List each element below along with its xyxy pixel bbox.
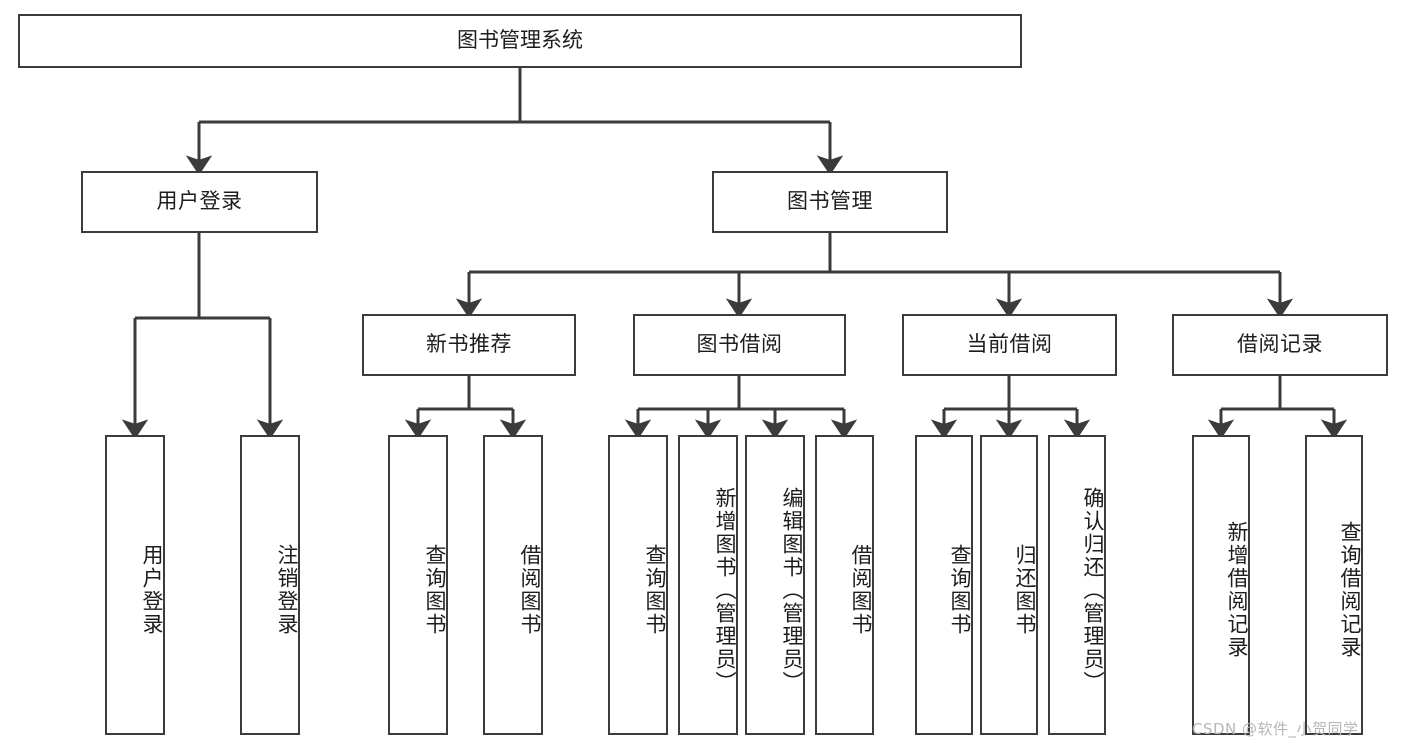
node-leaf-confirm-return[interactable]: 确认归还（管理员） bbox=[1048, 435, 1106, 735]
node-leaf-borrow-book-2[interactable]: 借阅图书 bbox=[815, 435, 874, 735]
node-leaf-borrow-book-2-label: 借阅图书 bbox=[849, 544, 873, 636]
node-leaf-user-logout-label: 注销登录 bbox=[275, 544, 299, 636]
node-new-book-rec[interactable]: 新书推荐 bbox=[362, 314, 576, 376]
node-leaf-add-book[interactable]: 新增图书（管理员） bbox=[678, 435, 738, 735]
node-book-borrow[interactable]: 图书借阅 bbox=[633, 314, 846, 376]
node-leaf-query-book-3[interactable]: 查询图书 bbox=[915, 435, 973, 735]
node-leaf-borrow-book-1[interactable]: 借阅图书 bbox=[483, 435, 543, 735]
node-leaf-add-record[interactable]: 新增借阅记录 bbox=[1192, 435, 1250, 735]
node-current-borrow-label: 当前借阅 bbox=[966, 332, 1053, 357]
node-book-manage-label: 图书管理 bbox=[787, 189, 873, 214]
node-new-book-rec-label: 新书推荐 bbox=[426, 332, 512, 357]
node-leaf-query-record-label: 查询借阅记录 bbox=[1338, 521, 1362, 659]
node-leaf-user-logout[interactable]: 注销登录 bbox=[240, 435, 300, 735]
node-leaf-query-book-1-label: 查询图书 bbox=[423, 544, 447, 636]
node-root-label: 图书管理系统 bbox=[457, 28, 583, 53]
node-leaf-confirm-return-label: 确认归还（管理员） bbox=[1081, 486, 1105, 694]
csdn-watermark: CSDN @软件_小贺同学 bbox=[1192, 720, 1359, 738]
node-leaf-user-login-label: 用户登录 bbox=[140, 544, 164, 636]
node-leaf-return-book[interactable]: 归还图书 bbox=[980, 435, 1038, 735]
node-user-login[interactable]: 用户登录 bbox=[81, 171, 318, 233]
node-root[interactable]: 图书管理系统 bbox=[18, 14, 1022, 68]
node-book-manage[interactable]: 图书管理 bbox=[712, 171, 948, 233]
node-leaf-user-login[interactable]: 用户登录 bbox=[105, 435, 165, 735]
node-leaf-query-book-2[interactable]: 查询图书 bbox=[608, 435, 668, 735]
node-borrow-record-label: 借阅记录 bbox=[1237, 332, 1323, 357]
node-borrow-record[interactable]: 借阅记录 bbox=[1172, 314, 1388, 376]
node-leaf-query-book-3-label: 查询图书 bbox=[948, 544, 972, 636]
node-leaf-add-book-label: 新增图书（管理员） bbox=[713, 486, 737, 694]
node-book-borrow-label: 图书借阅 bbox=[696, 332, 783, 357]
node-leaf-query-book-1[interactable]: 查询图书 bbox=[388, 435, 448, 735]
node-current-borrow[interactable]: 当前借阅 bbox=[902, 314, 1117, 376]
node-leaf-return-book-label: 归还图书 bbox=[1013, 544, 1037, 636]
node-leaf-add-record-label: 新增借阅记录 bbox=[1225, 521, 1249, 659]
node-user-login-label: 用户登录 bbox=[156, 189, 243, 214]
node-leaf-borrow-book-1-label: 借阅图书 bbox=[518, 544, 542, 636]
node-leaf-edit-book-label: 编辑图书（管理员） bbox=[780, 486, 804, 694]
node-leaf-query-book-2-label: 查询图书 bbox=[643, 544, 667, 636]
node-leaf-edit-book[interactable]: 编辑图书（管理员） bbox=[745, 435, 805, 735]
node-leaf-query-record[interactable]: 查询借阅记录 bbox=[1305, 435, 1363, 735]
